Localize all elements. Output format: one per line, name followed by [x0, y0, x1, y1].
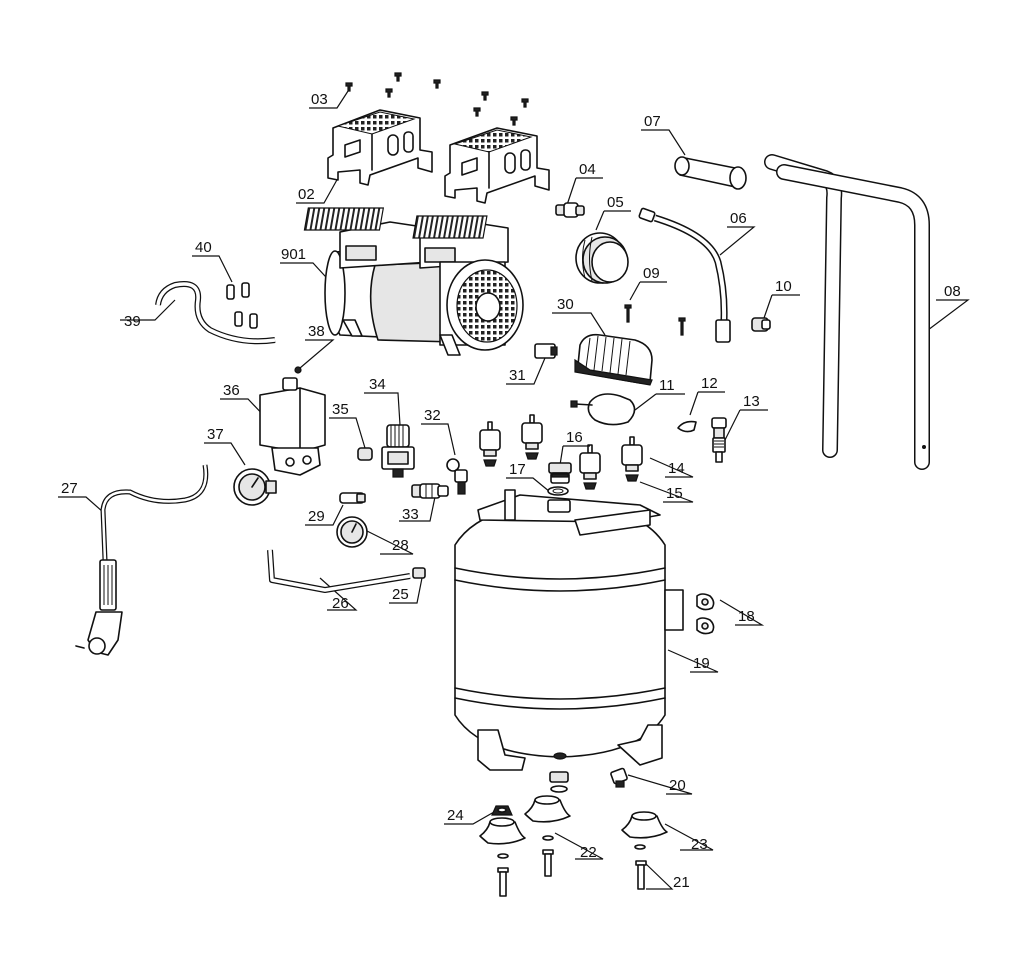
- label-02: 02: [298, 186, 315, 203]
- label-39: 39: [124, 313, 141, 330]
- label-09: 09: [643, 265, 660, 282]
- rubber-dampers: [479, 414, 643, 490]
- label-32: 32: [424, 407, 441, 424]
- bolts-21: [497, 849, 647, 897]
- label-37: 37: [207, 426, 224, 443]
- label-05: 05: [607, 194, 624, 211]
- adapter-29: [339, 492, 366, 504]
- leader-lines: [58, 87, 970, 890]
- safety-valve-32: [446, 458, 468, 495]
- cap-nut-10: [751, 317, 771, 332]
- air-tank-19: [454, 489, 684, 771]
- seal-ring-17: [547, 486, 569, 496]
- washer-38: [294, 366, 302, 374]
- label-29: 29: [308, 508, 325, 525]
- label-16: 16: [566, 429, 583, 446]
- label-14: 14: [668, 460, 685, 477]
- label-11: 11: [659, 377, 675, 394]
- rubber-feet-23: [479, 795, 668, 845]
- label-22: 22: [580, 844, 597, 861]
- label-17: 17: [509, 461, 526, 478]
- cylinder-head-cover-left: [327, 109, 433, 186]
- cylinder-head-cover-right: [444, 127, 550, 204]
- pressure-hose-06: [638, 207, 731, 343]
- nut-24: [491, 805, 513, 816]
- label-04: 04: [579, 161, 596, 178]
- connection-hose-39: [155, 281, 276, 345]
- label-36: 36: [223, 382, 240, 399]
- label-27: 27: [61, 480, 78, 497]
- pressure-regulator-34: [381, 424, 415, 478]
- label-34: 34: [369, 376, 386, 393]
- label-30: 30: [557, 296, 574, 313]
- handle-grip-07: [674, 156, 747, 190]
- label-901: 901: [281, 246, 306, 263]
- label-31: 31: [509, 367, 526, 384]
- pressure-gauge-28: [336, 516, 368, 548]
- label-33: 33: [402, 506, 419, 523]
- part-labels: 901 03 02 04 05 06 07 08 09 10 11 12 13 …: [61, 91, 961, 891]
- air-filter-05: [575, 232, 629, 284]
- label-19: 19: [693, 655, 710, 672]
- pressure-switch-36: [259, 377, 326, 476]
- safety-valve-13: [711, 417, 727, 463]
- check-valve-16: [548, 462, 572, 484]
- label-08: 08: [944, 283, 961, 300]
- label-10: 10: [775, 278, 792, 295]
- connectors-40: [226, 282, 258, 329]
- label-15: 15: [666, 485, 683, 502]
- handle-frame-08: [764, 154, 930, 470]
- label-13: 13: [743, 393, 760, 410]
- motor-pump-unit: [303, 207, 524, 356]
- label-40: 40: [195, 239, 212, 256]
- bottom-nut: [549, 771, 569, 793]
- capacitor-11: [570, 393, 636, 426]
- screws-09: [624, 304, 686, 336]
- label-38: 38: [308, 323, 325, 340]
- fitting-25: [412, 567, 426, 579]
- label-26: 26: [332, 595, 349, 612]
- plug-35: [357, 447, 373, 461]
- switch-31: [534, 343, 558, 359]
- wing-nuts-18: [696, 593, 715, 635]
- screws-03: [345, 72, 529, 126]
- label-25: 25: [392, 586, 409, 603]
- label-06: 06: [730, 210, 747, 227]
- label-18: 18: [738, 608, 755, 625]
- quick-coupling-33: [411, 483, 449, 499]
- label-24: 24: [447, 807, 464, 824]
- washers-22: [497, 835, 646, 859]
- label-21: 21: [673, 874, 690, 891]
- label-07: 07: [644, 113, 661, 130]
- label-03: 03: [311, 91, 328, 108]
- label-35: 35: [332, 401, 349, 418]
- power-cord-27: [75, 464, 209, 656]
- label-23: 23: [691, 836, 708, 853]
- drain-plug-20: [610, 767, 628, 788]
- pressure-gauge-37: [233, 468, 277, 506]
- label-28: 28: [392, 537, 409, 554]
- pipe-26: [267, 549, 411, 593]
- label-20: 20: [669, 777, 686, 794]
- elbow-fitting-04: [555, 202, 585, 218]
- label-12: 12: [701, 375, 718, 392]
- motor-cover-30: [574, 333, 653, 386]
- nozzle-12: [677, 420, 697, 433]
